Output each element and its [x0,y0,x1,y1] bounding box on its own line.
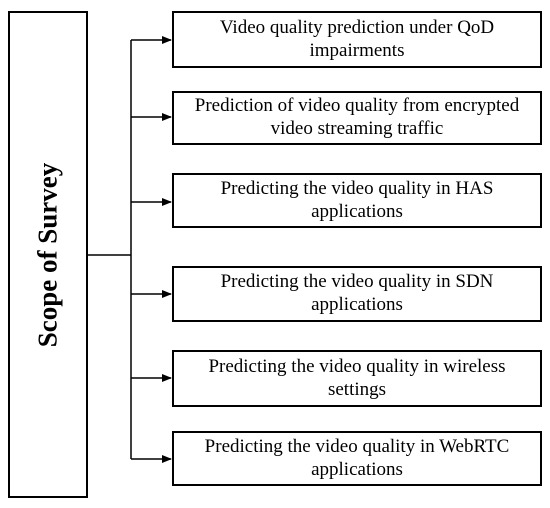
scope-item-text: Prediction of video quality from encrypt… [194,95,520,139]
scope-of-survey-box: Scope of Survey [8,11,88,498]
scope-item-qod-impairments: Video quality prediction under QoD impai… [172,11,542,68]
scope-item-has-applications: Predicting the video quality in HAS appl… [172,173,542,228]
scope-item-encrypted-traffic: Prediction of video quality from encrypt… [172,91,542,145]
scope-item-sdn-applications: Predicting the video quality in SDN appl… [172,266,542,322]
scope-item-wireless-settings: Predicting the video quality in wireless… [172,350,542,407]
scope-item-text: Predicting the video quality in SDN appl… [220,271,494,315]
scope-item-text: Predicting the video quality in WebRTC a… [204,435,510,480]
scope-item-text: Video quality prediction under QoD impai… [219,16,495,61]
scope-item-webrtc-applications: Predicting the video quality in WebRTC a… [172,431,542,486]
scope-item-text: Predicting the video quality in HAS appl… [220,177,494,222]
scope-item-text: Predicting the video quality in wireless… [208,355,506,400]
